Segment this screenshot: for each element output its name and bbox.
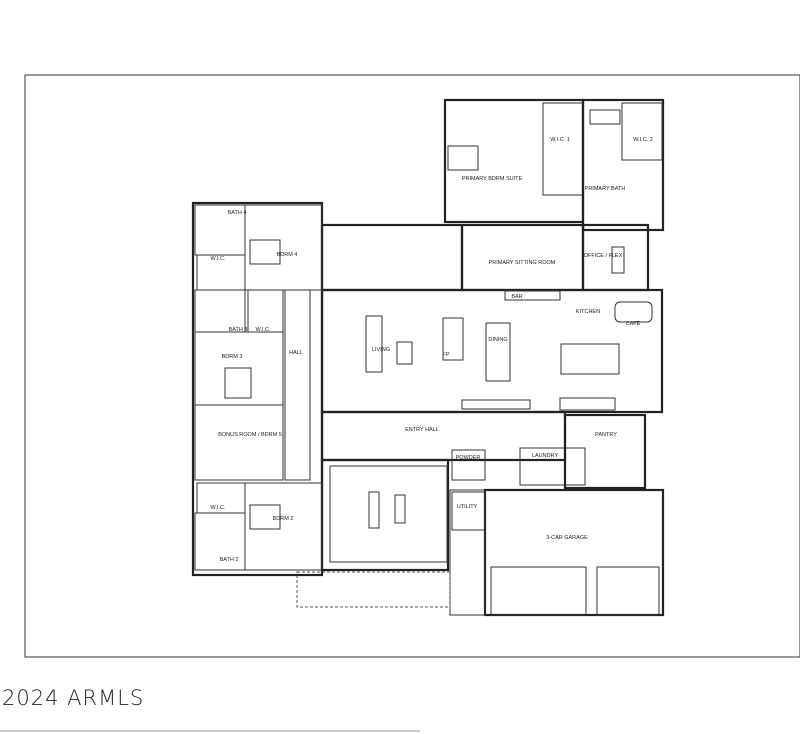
bedroom-wing — [191, 201, 324, 577]
watermark: 2024 ARMLS — [2, 686, 145, 710]
kitchen-counter — [559, 397, 616, 411]
courtyard-table — [394, 494, 406, 524]
sofa — [365, 315, 383, 373]
utility-room — [451, 491, 486, 531]
covered-patio-north — [320, 223, 464, 292]
label-office: OFFICE / FLEX — [584, 253, 623, 259]
courtyard-wall — [320, 458, 450, 572]
label-bdrm3: BDRM 3 — [222, 354, 243, 360]
label-bath2: BATH 2 — [220, 557, 239, 563]
label-wic-bath4: W.I.C. — [211, 256, 226, 262]
label-powder: POWDER — [456, 455, 481, 461]
pantry-room — [563, 413, 647, 490]
bdrm3-bed — [224, 367, 252, 399]
primary-wing — [443, 98, 665, 292]
label-wic-bath3: W.I.C. — [256, 327, 271, 333]
wic-bath3-room — [247, 289, 284, 333]
garage-door-2 — [596, 566, 660, 616]
label-primary-suite: PRIMARY BDRM SUITE — [462, 176, 523, 182]
label-utility: UTILITY — [457, 504, 478, 510]
label-wic-bdrm2: W.I.C. — [211, 505, 226, 511]
label-entry: ENTRY HALL — [405, 427, 439, 433]
garage-door-1 — [490, 566, 587, 616]
bed — [447, 145, 479, 171]
hall-corridor — [284, 289, 311, 481]
fireplace — [442, 317, 464, 361]
primary-bath-room — [581, 98, 665, 232]
label-bdrm4: BDRM 4 — [277, 252, 298, 258]
label-sitting: PRIMARY SITTING ROOM — [489, 260, 556, 266]
console — [461, 399, 531, 410]
bar-counter — [504, 290, 561, 301]
service-area — [449, 447, 665, 617]
label-living: LIVING — [372, 347, 390, 353]
patio — [296, 571, 451, 608]
label-bar: BAR — [511, 294, 522, 300]
side-storage — [449, 489, 486, 616]
room-labels: PRIMARY BDRM SUITE W.I.C. 1 PRIMARY BATH… — [211, 137, 653, 563]
kitchen-island — [560, 343, 620, 375]
cafe-table — [614, 301, 653, 323]
bath3-room — [194, 289, 246, 333]
label-primary-bath: PRIMARY BATH — [585, 186, 626, 192]
courtyard-bench — [368, 491, 380, 529]
coffee-table — [396, 341, 413, 365]
bath2-room — [194, 512, 246, 571]
label-bath3: BATH 3 — [229, 327, 248, 333]
label-wic2: W.I.C. 2 — [633, 137, 653, 143]
sheet-border — [24, 74, 800, 658]
powder-room — [451, 449, 486, 481]
label-pantry: PANTRY — [595, 432, 617, 438]
garage-room — [483, 488, 665, 617]
label-fp: FP — [442, 352, 449, 358]
bedroom-wing-outline — [191, 201, 324, 577]
entry-hall-room — [320, 410, 567, 462]
desk — [611, 246, 625, 274]
label-cafe: CAFE — [626, 321, 641, 327]
bdrm2-bed — [249, 504, 281, 530]
wic1-room — [542, 102, 584, 196]
label-kitchen: KITCHEN — [576, 309, 600, 315]
label-dining: DINING — [488, 337, 507, 343]
label-bonus: BONUS ROOM / BDRM 5 — [218, 432, 282, 438]
wic2-room — [621, 102, 663, 161]
label-hall: HALL — [289, 350, 303, 356]
bdrm4-bed — [249, 239, 281, 265]
label-garage: 3-CAR GARAGE — [546, 535, 588, 541]
bonus-room — [194, 404, 284, 481]
label-bath4: BATH 4 — [228, 210, 247, 216]
sitting-room — [460, 223, 585, 292]
label-laundry: LAUNDRY — [532, 453, 559, 459]
courtyard — [296, 458, 451, 608]
bathtub — [589, 109, 621, 125]
dining-table — [485, 322, 511, 382]
laundry-room — [519, 447, 586, 486]
label-wic1: W.I.C. 1 — [550, 137, 570, 143]
label-bdrm2: BDRM 2 — [273, 516, 294, 522]
courtyard-inner — [329, 465, 448, 563]
